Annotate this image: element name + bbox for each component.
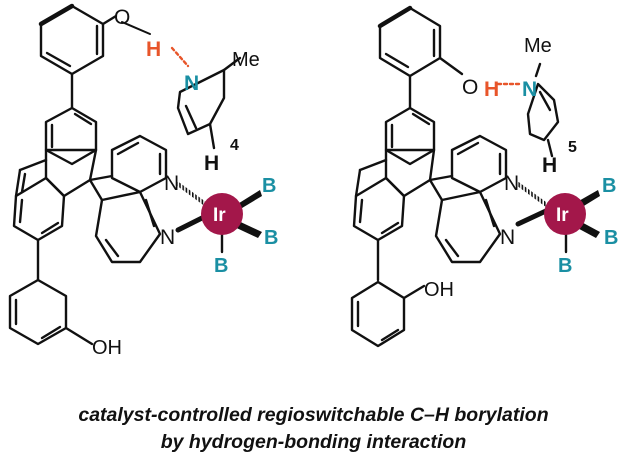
left-iridium-center xyxy=(201,193,243,235)
right-hydroxyl-label: OH xyxy=(424,279,454,301)
right-fluorene-five-ring xyxy=(384,148,436,198)
left-fluorene-upper-ring xyxy=(44,106,98,166)
right-picoline-nitrogen-label: N xyxy=(522,78,537,101)
right-position-number: 5 xyxy=(568,139,577,156)
left-bottom-phenol-ring xyxy=(8,278,68,346)
left-labels: O H N Me 4 H N N Ir B B B OH xyxy=(92,6,278,359)
left-hydroxyl-label: OH xyxy=(92,337,122,359)
reaction-scheme: O H N Me 4 H N N Ir B B B OH O H N Me 5 … xyxy=(8,3,618,359)
right-catalyst-structure xyxy=(350,5,600,348)
left-ch-hydrogen-label: H xyxy=(204,152,219,175)
right-labels: O H N Me 5 H N N Ir B B B OH xyxy=(424,35,618,301)
left-iridium-label: Ir xyxy=(213,205,226,226)
right-oxygen-label: O xyxy=(462,76,478,99)
left-bipy-bottom-nitrogen-label: N xyxy=(160,226,175,249)
right-bipyridine-upper-ring xyxy=(450,134,508,194)
right-iridium-center xyxy=(544,193,586,235)
right-bottom-phenol-ring xyxy=(350,280,406,348)
left-bipy-top-nitrogen-label: N xyxy=(164,172,179,195)
right-boron-right-label: B xyxy=(604,227,618,249)
left-catalyst-structure xyxy=(8,3,262,346)
left-hbond-hydrogen-label: H xyxy=(146,38,161,61)
left-methyl-label: Me xyxy=(232,49,260,71)
right-ch-hydrogen-label: H xyxy=(542,154,557,177)
left-bipyridine-lower-ring xyxy=(94,190,162,264)
right-bipy-bottom-nitrogen-label: N xyxy=(500,226,515,249)
left-bipyridine-upper-ring xyxy=(110,134,168,194)
left-picoline-nitrogen-label: N xyxy=(184,72,199,95)
left-boron-right-label: B xyxy=(264,227,278,249)
right-iridium-label: Ir xyxy=(556,205,569,226)
right-hbond-hydrogen-label: H xyxy=(484,78,499,101)
left-boron-bottom-label: B xyxy=(214,255,228,277)
left-fluorene-five-ring xyxy=(44,148,98,198)
left-position-number: 4 xyxy=(230,137,239,154)
right-fluorene-upper-ring xyxy=(384,106,436,166)
left-boron-top-label: B xyxy=(262,175,276,197)
left-picoline-ring xyxy=(176,68,226,136)
right-bipyridine-lower-ring xyxy=(434,190,502,264)
right-boron-top-label: B xyxy=(602,175,616,197)
right-picoline-ring xyxy=(526,82,560,142)
right-bipy-top-nitrogen-label: N xyxy=(504,172,519,195)
left-oxygen-label: O xyxy=(114,6,130,29)
caption-line-1: catalyst-controlled regioswitchable C–H … xyxy=(78,404,549,426)
right-methyl-label: Me xyxy=(524,35,552,57)
caption-line-2: by hydrogen-bonding interaction xyxy=(160,431,467,453)
right-boron-bottom-label: B xyxy=(558,255,572,277)
